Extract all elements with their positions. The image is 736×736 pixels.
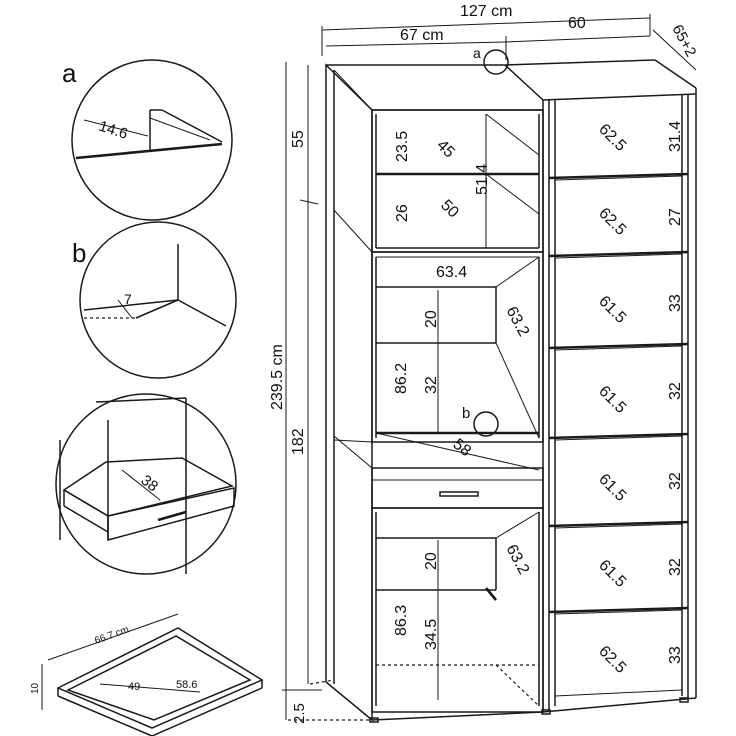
- shelf-4-depth: 61.5: [595, 383, 629, 417]
- right-shelf-labels: 62.5 31.4 62.5 27 61.5 33 61.5 32 61.5 3…: [595, 121, 684, 677]
- tray-inner-label: 49: [128, 681, 140, 693]
- tray-depth-label: 58.6: [176, 679, 197, 691]
- drawer-depth-label: 38: [138, 472, 162, 496]
- niche-upper-label: 20: [423, 310, 440, 328]
- callout-a-circle: [483, 49, 509, 75]
- left-width-label: 67 cm: [400, 27, 444, 44]
- shelf-4-height: 32: [667, 382, 684, 400]
- niche-width-label: 63.4: [436, 264, 467, 281]
- shelf-6-depth: 61.5: [595, 557, 629, 591]
- left-top-h2-label: 26: [394, 204, 411, 222]
- upper-height-label: 55: [290, 130, 307, 148]
- detail-drawer-circle: [55, 393, 237, 575]
- left-niche: [371, 251, 544, 443]
- detail-a-letter: a: [62, 58, 77, 88]
- callout-b-circle: [473, 411, 499, 437]
- left-cabinet-outline: [325, 63, 373, 722]
- drawer-front-detail: [107, 487, 235, 541]
- shelf-2-height: 27: [667, 208, 684, 226]
- left-lower-box: [371, 507, 544, 713]
- shelf-3-height: 33: [667, 294, 684, 312]
- shelf-5-height: 32: [667, 472, 684, 490]
- shelf-7-depth: 62.5: [595, 643, 629, 677]
- right-width-label: 60: [568, 15, 586, 32]
- detail-a-value: 14.6: [97, 118, 130, 143]
- detail-a-circle: [71, 59, 233, 221]
- niche-lower-label: 32: [423, 376, 440, 394]
- shelf-5-depth: 61.5: [595, 471, 629, 505]
- detail-b-letter: b: [72, 238, 86, 268]
- niche-depth-label: 63.2: [502, 304, 532, 340]
- tray-width-label: 66.7 cm: [93, 624, 130, 647]
- shelf-2-depth: 62.5: [595, 205, 629, 239]
- shelf-1-height: 31.4: [667, 121, 684, 152]
- niche-total-label: 86.2: [393, 363, 410, 394]
- lower-bottom-label: 34.5: [423, 619, 440, 650]
- lower-top-label: 20: [423, 552, 440, 570]
- detail-drawer: 38: [55, 393, 237, 575]
- lower-height-label: 182: [290, 428, 307, 455]
- detail-tray: 66.7 cm 10 49 58.6: [30, 613, 264, 736]
- callout-a-letter: a: [473, 45, 481, 61]
- tray-height-label: 10: [30, 682, 41, 694]
- total-height-label: 239.5 cm: [269, 344, 286, 410]
- left-top-d2-label: 50: [437, 197, 462, 222]
- detail-b-circle: [79, 221, 237, 379]
- left-top-d1-label: 45: [433, 137, 458, 162]
- shelf-1-depth: 62.5: [595, 121, 629, 155]
- right-cabinet-shelves: [548, 94, 689, 706]
- niche-floor-label: 58: [450, 436, 475, 460]
- lower-total-label: 86.3: [393, 605, 410, 636]
- lower-depth-label: 63.2: [502, 542, 532, 578]
- drawer-front: [371, 467, 544, 509]
- plinth-label: 2.5: [291, 703, 308, 724]
- overall-dimensions: [282, 14, 697, 721]
- detail-b-value: 7: [124, 291, 132, 307]
- tray-inner: [66, 635, 252, 721]
- tray-outer: [56, 627, 264, 729]
- depth-label: 65+2: [668, 22, 699, 60]
- detail-b: b 7: [72, 221, 237, 379]
- left-top-total-label: 51.4: [474, 164, 491, 195]
- left-top-h1-label: 23.5: [394, 131, 411, 162]
- detail-a: a 14.6: [62, 58, 233, 221]
- drawer-handle: [439, 491, 479, 497]
- callout-b-letter: b: [462, 405, 470, 422]
- shelf-7-height: 33: [667, 646, 684, 664]
- shelf-3-depth: 61.5: [595, 293, 629, 327]
- shelf-6-height: 32: [667, 558, 684, 576]
- wardrobe-elevation: [309, 59, 697, 723]
- overall-width-label: 127 cm: [460, 3, 512, 20]
